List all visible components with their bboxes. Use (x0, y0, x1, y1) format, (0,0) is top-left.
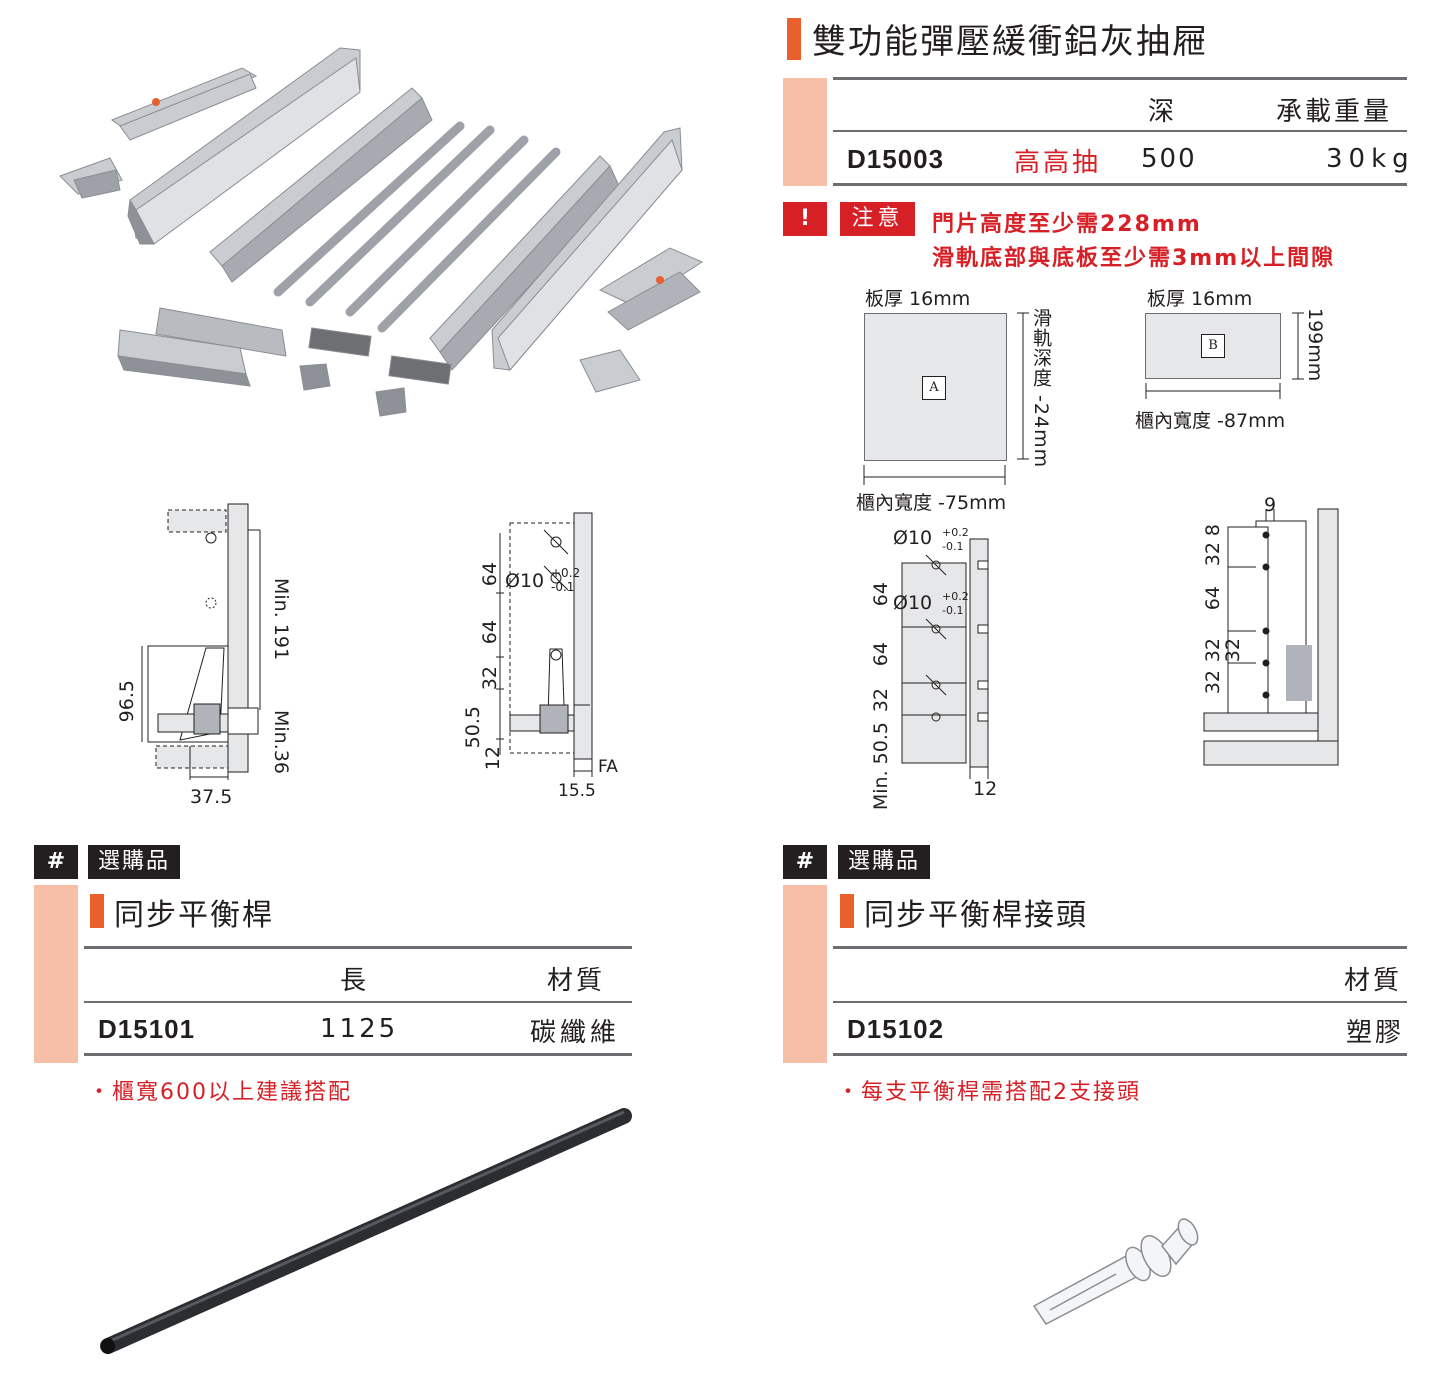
accessory-left-top-rule (84, 946, 632, 949)
panel-b-dim-lines (1145, 312, 1304, 399)
panel-a-dim-lines (863, 312, 1029, 485)
carbon-rod-image (100, 1108, 632, 1354)
accessory-left-length: 1125 (320, 1014, 399, 1044)
accessory-left-title: 同步平衡桿 (114, 898, 274, 933)
tech-drawing-rear-view (1203, 508, 1339, 766)
dim-min-36: Min.36 (270, 710, 292, 774)
dim-min-191: Min. 191 (270, 578, 292, 661)
header-load: 承載重量 (1276, 97, 1393, 127)
drawer-parts-illustration (59, 47, 704, 417)
panel-hole-diameter-1: Ø10 (893, 527, 933, 549)
accessory-left-tag: 選購品 (88, 845, 181, 879)
panel-b-width-label: 櫃內寬度 -87mm (1135, 410, 1286, 432)
hole-diameter: Ø10 (505, 570, 545, 592)
panel-dim-32: 32 (870, 688, 892, 713)
connector-image (1032, 1218, 1199, 1325)
header-depth: 深 (1148, 97, 1178, 127)
panel-a-thickness: 板厚 16mm (865, 288, 971, 310)
rear-dim-32-b: 32 (1222, 638, 1244, 663)
panel-hole-tol-down-1: -0.1 (942, 540, 964, 553)
dim-fa: FA (598, 757, 618, 777)
accessory-left-code: D15101 (98, 1014, 196, 1044)
warning-label: 注意 (840, 202, 915, 236)
accessory-right-note: ・每支平衡桿需搭配2支接頭 (837, 1080, 1141, 1105)
dim-64-upper: 64 (479, 562, 501, 587)
accessory-left-mid-rule (84, 1001, 632, 1003)
accessory-right-top-rule (833, 946, 1407, 949)
accessory-right-title-bar (840, 894, 854, 928)
accessory-left-header-material: 材質 (547, 966, 606, 996)
rear-dim-32-top: 32 (1202, 542, 1224, 567)
accessory-left-header-length: 長 (340, 966, 370, 996)
product-title: 雙功能彈壓緩衝鋁灰抽屜 (812, 22, 1208, 62)
tech-drawing-panel-holes (901, 538, 989, 779)
accessory-left-bottom-rule (84, 1053, 632, 1056)
product-load: 30kg (1326, 144, 1415, 174)
warning-line-2: 滑軌底部與底板至少需3mm以上間隙 (932, 246, 1336, 271)
dim-32: 32 (479, 666, 501, 691)
panel-a-marker: A (922, 376, 946, 400)
hole-tol-up: +0.2 (551, 566, 581, 580)
accessory-right-header-material: 材質 (1344, 966, 1403, 996)
panel-dim-min-50-5: Min. 50.5 (870, 722, 892, 811)
accessory-right-mid-rule (833, 1001, 1407, 1003)
rear-dim-8: 8 (1202, 524, 1224, 537)
panel-hole-tol-down-2: -0.1 (942, 604, 964, 617)
rear-dim-32-c: 32 (1202, 670, 1224, 695)
accessory-right-bottom-rule (833, 1053, 1407, 1056)
hole-tol-down: -0.1 (551, 580, 575, 594)
accessory-right-tag: 選購品 (838, 845, 931, 879)
panel-dim-64-lower: 64 (870, 642, 892, 667)
table-top-rule (833, 77, 1407, 80)
dim-64-lower: 64 (479, 620, 501, 645)
accessory-left-material: 碳纖維 (530, 1018, 621, 1048)
dim-12: 12 (482, 746, 504, 771)
warning-icon: ! (783, 202, 827, 236)
panel-dim-12: 12 (973, 778, 998, 800)
product-depth: 500 (1141, 144, 1197, 174)
accessory-left-band (34, 885, 78, 1063)
panel-b-height-label: 199mm (1304, 308, 1326, 382)
rear-dim-64: 64 (1202, 586, 1224, 611)
accessory-left-note: ・櫃寬600以上建議搭配 (88, 1080, 352, 1105)
dim-96-5: 96.5 (116, 680, 138, 723)
panel-hole-diameter-2: Ø10 (893, 592, 933, 614)
rear-dim-9: 9 (1264, 494, 1277, 516)
rear-dim-32-a: 32 (1202, 638, 1224, 663)
dim-15-5: 15.5 (558, 781, 596, 801)
accessory-left-hash: # (34, 845, 78, 879)
accessory-right-title: 同步平衡桿接頭 (864, 898, 1088, 933)
panel-a-width-label: 櫃內寬度 -75mm (856, 492, 1007, 514)
dim-50-5: 50.5 (462, 706, 484, 749)
product-code: D15003 (847, 144, 945, 174)
panel-a-depth-label: 滑軌深度 -24mm (1030, 308, 1052, 469)
product-variant: 高高抽 (1014, 148, 1102, 178)
panel-b-thickness: 板厚 16mm (1147, 288, 1253, 310)
panel-b-marker: B (1201, 334, 1225, 358)
accessory-right-hash: # (783, 845, 827, 879)
accessory-right-material: 塑膠 (1346, 1018, 1405, 1048)
warning-line-1: 門片高度至少需228mm (932, 212, 1202, 237)
title-accent-bar (787, 18, 801, 60)
panel-dim-64-upper: 64 (870, 582, 892, 607)
panel-hole-tol-up-2: +0.2 (942, 590, 969, 603)
dim-37-5: 37.5 (190, 786, 233, 808)
tech-drawing-front-holes (496, 512, 593, 777)
table-side-band (783, 78, 827, 186)
accessory-right-band (783, 885, 827, 1063)
table-mid-rule (833, 130, 1407, 132)
panel-hole-tol-up-1: +0.2 (942, 526, 969, 539)
accessory-right-code: D15102 (847, 1014, 945, 1044)
accessory-left-title-bar (90, 894, 104, 928)
table-bottom-rule (833, 183, 1407, 186)
tech-drawing-side-view (141, 503, 261, 780)
